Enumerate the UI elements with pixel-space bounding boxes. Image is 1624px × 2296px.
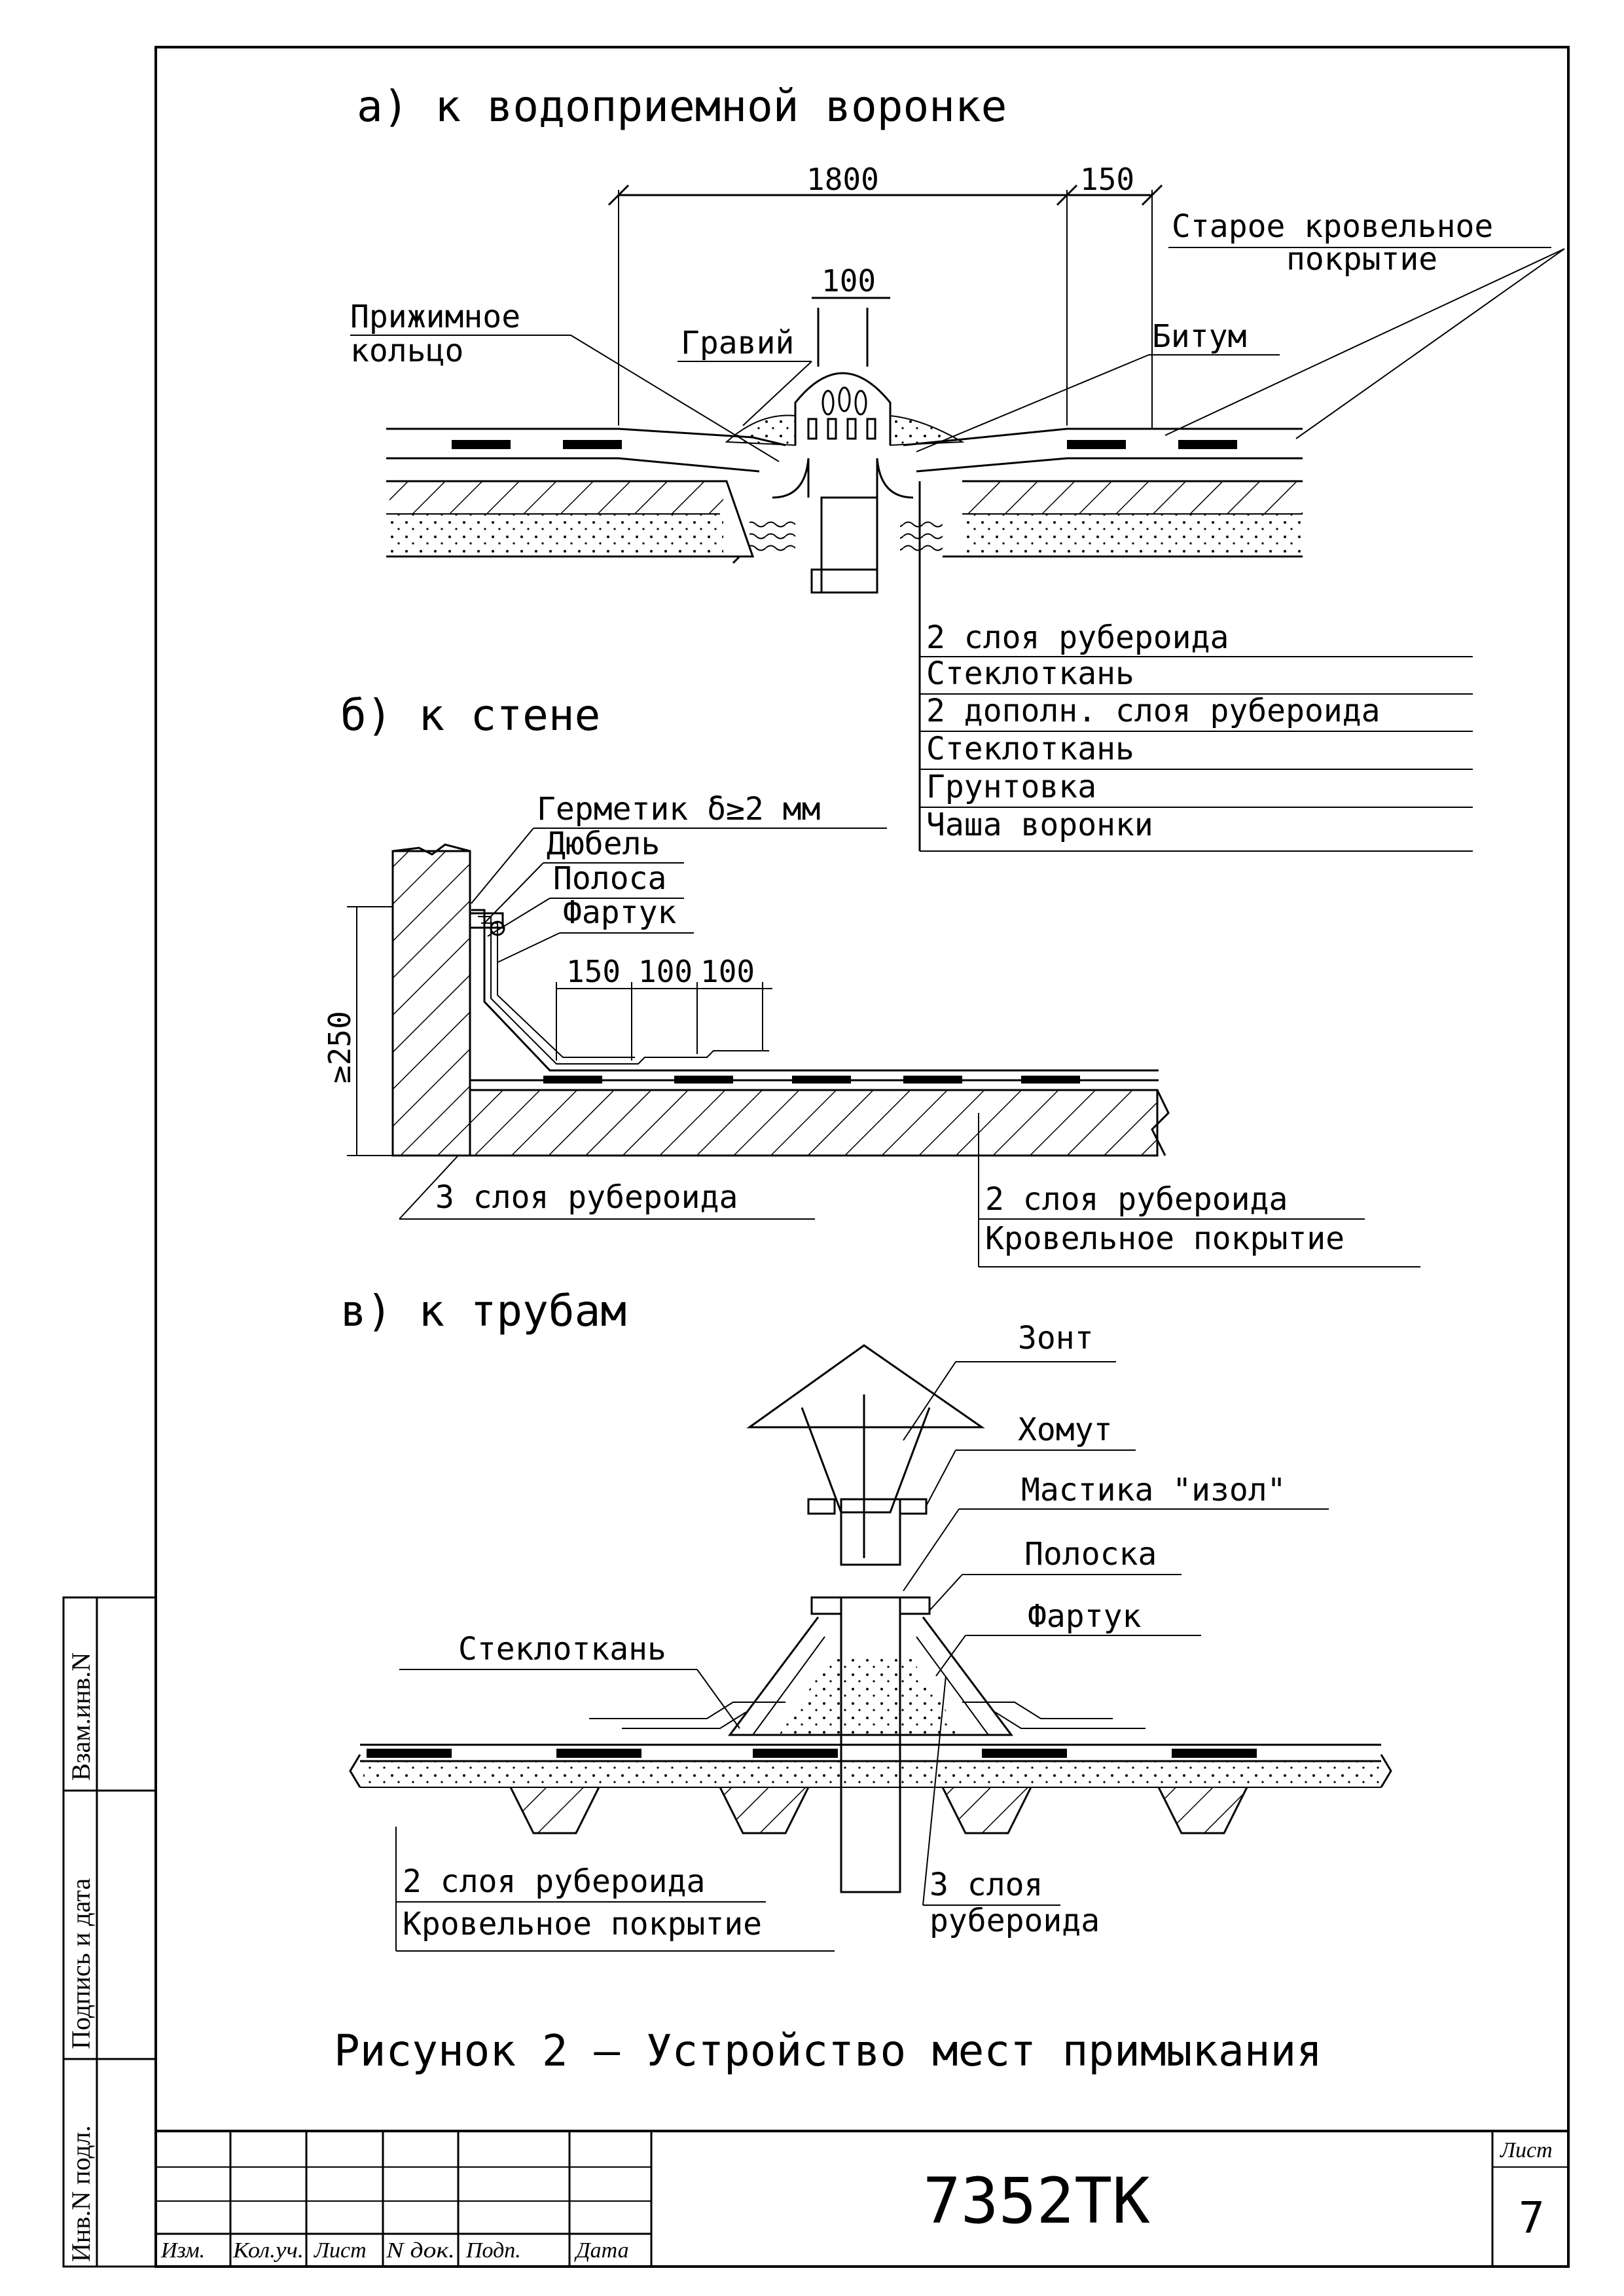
- label-gravel: Гравий: [681, 325, 794, 361]
- label-b-2layers: 2 слоя рубероида: [985, 1181, 1288, 1218]
- section-c: в) к трубам: [340, 1286, 1392, 1952]
- tb-col-podp: Подп.: [465, 2238, 521, 2263]
- tb-col-koluch: Кол.уч.: [232, 2238, 304, 2263]
- label-strip: Полоса: [553, 860, 666, 897]
- label-b-3layers: 3 слоя рубероида: [435, 1179, 738, 1216]
- tb-col-data: Дата: [574, 2238, 629, 2263]
- label-c-strip: Полоска: [1024, 1536, 1157, 1573]
- dim-250: ≥250: [322, 1011, 357, 1084]
- layer-5: Чаша воронки: [926, 807, 1153, 843]
- label-ring-2: кольцо: [350, 333, 463, 369]
- section-a: а) к водоприемной воронке 1800 150 100 С…: [350, 81, 1565, 852]
- label-c-roof: Кровельное покрытие: [403, 1906, 762, 1942]
- label-cap: Зонт: [1018, 1320, 1094, 1357]
- layers-table: 2 слоя рубероида Стеклоткань 2 дополн. с…: [920, 619, 1473, 852]
- label-c-2layers: 2 слоя рубероида: [403, 1863, 705, 1900]
- label-glass: Стеклоткань: [458, 1631, 666, 1667]
- label-mastic: Мастика "изол": [1021, 1472, 1286, 1508]
- section-c-title: в) к трубам: [340, 1286, 626, 1336]
- label-ring-1: Прижимное: [350, 299, 520, 335]
- tb-col-list: Лист: [314, 2238, 367, 2263]
- dim-b-150: 150: [566, 954, 621, 989]
- label-old-roof-1: Старое кровельное: [1172, 208, 1493, 245]
- side-sign-date: Подпись и дата: [66, 1878, 96, 2049]
- sheet-label: Лист: [1500, 2138, 1553, 2162]
- layer-4: Грунтовка: [926, 769, 1096, 805]
- tb-col-ndok: N док.: [386, 2238, 455, 2263]
- dim-b-100a: 100: [638, 954, 693, 989]
- side-inv-n: Инв.N подл.: [66, 2125, 96, 2262]
- title-block: Изм. Кол.уч. Лист N док. Подп. Дата 7352…: [156, 2130, 1568, 2267]
- label-clamp: Хомут: [1018, 1412, 1113, 1448]
- dim-b-100b: 100: [700, 954, 755, 989]
- doc-code: 7352ТК: [923, 2164, 1150, 2238]
- layer-3: Стеклоткань: [926, 731, 1134, 767]
- layer-2: 2 дополн. слоя рубероида: [926, 693, 1380, 729]
- layer-1: Стеклоткань: [926, 655, 1134, 692]
- dim-150: 150: [1080, 162, 1134, 197]
- side-vzam: Взам.инв.N: [66, 1652, 96, 1781]
- side-stamp: Инв.N подл. Подпись и дата Взам.инв.N: [66, 1652, 96, 2262]
- figure-caption: Рисунок 2 – Устройство мест примыкания: [334, 2026, 1322, 2076]
- tb-col-izm: Изм.: [160, 2238, 205, 2263]
- dim-100: 100: [821, 263, 876, 299]
- label-old-roof-2: покрытие: [1286, 241, 1437, 278]
- label-dowel: Дюбель: [547, 826, 660, 862]
- label-sealant: Герметик δ≥2 мм: [537, 791, 820, 828]
- label-apron: Фартук: [563, 894, 676, 931]
- section-a-title: а) к водоприемной воронке: [357, 81, 1007, 132]
- label-c-3layers-1: 3 слоя: [929, 1867, 1043, 1903]
- sheet-frame: [62, 46, 1570, 2268]
- label-bitumen: Битум: [1152, 318, 1247, 355]
- label-c-apron: Фартук: [1028, 1598, 1141, 1635]
- dim-1800: 1800: [806, 162, 879, 197]
- label-b-roof: Кровельное покрытие: [985, 1220, 1344, 1257]
- section-b: б) к стене Герметик δ≥2 мм Дюбель Полоса…: [322, 690, 1420, 1267]
- section-b-title: б) к стене: [340, 690, 600, 740]
- sheet-number: 7: [1519, 2193, 1545, 2243]
- label-c-3layers-2: рубероида: [929, 1903, 1100, 1939]
- layer-0: 2 слоя рубероида: [926, 619, 1229, 656]
